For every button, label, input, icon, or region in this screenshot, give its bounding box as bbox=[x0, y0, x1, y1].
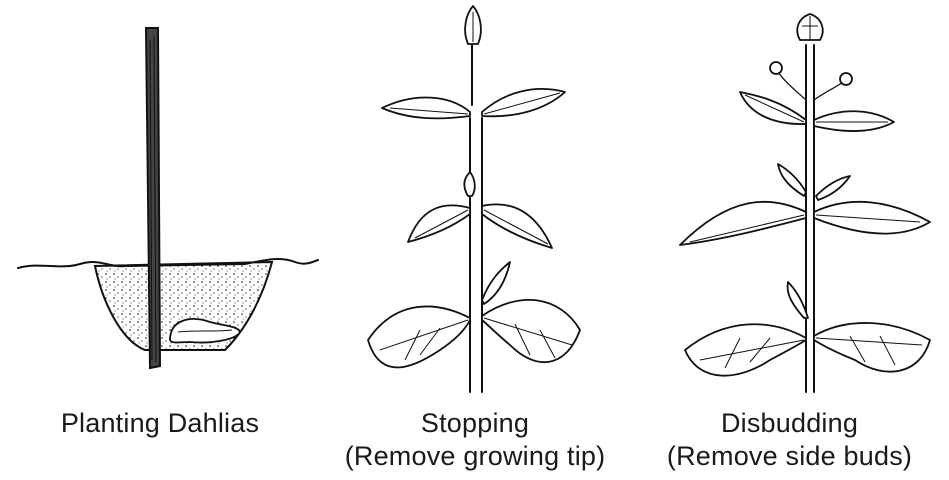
panel-disbudding: Disbudding (Remove side buds) bbox=[630, 0, 949, 480]
side-shoot-1 bbox=[778, 164, 806, 196]
leaf-top-right bbox=[814, 111, 894, 131]
side-shoot-3 bbox=[788, 282, 808, 318]
side-shoot-1 bbox=[464, 172, 474, 196]
caption-planting: Planting Dahlias bbox=[0, 407, 320, 440]
panel-stopping: Stopping (Remove growing tip) bbox=[320, 0, 630, 480]
caption-disbudding-line1: Disbudding bbox=[630, 407, 949, 440]
planting-illustration bbox=[0, 0, 320, 400]
side-bud-stalk-right bbox=[814, 82, 843, 100]
side-bud-stalk-left bbox=[778, 72, 806, 100]
caption-stopping-line1: Stopping bbox=[320, 407, 630, 440]
leaf-mid-right bbox=[482, 204, 552, 248]
side-bud-right bbox=[840, 73, 852, 85]
panel-planting: Planting Dahlias bbox=[0, 0, 320, 480]
main-stem bbox=[470, 45, 482, 392]
leaf-mid-left bbox=[680, 202, 806, 245]
side-shoot-2 bbox=[482, 262, 510, 304]
side-bud-left bbox=[770, 62, 782, 74]
main-stem bbox=[806, 45, 814, 392]
stopping-illustration bbox=[320, 0, 630, 400]
caption-stopping-line2: (Remove growing tip) bbox=[320, 440, 630, 473]
leaf-bottom-right bbox=[814, 323, 930, 372]
leaf-mid-right bbox=[814, 202, 930, 234]
side-shoot-2 bbox=[816, 176, 850, 200]
caption-disbudding-line2: (Remove side buds) bbox=[630, 440, 949, 473]
leaf-bottom-left bbox=[685, 324, 806, 375]
leaf-bottom-right bbox=[482, 300, 580, 362]
disbudding-illustration bbox=[630, 0, 949, 400]
